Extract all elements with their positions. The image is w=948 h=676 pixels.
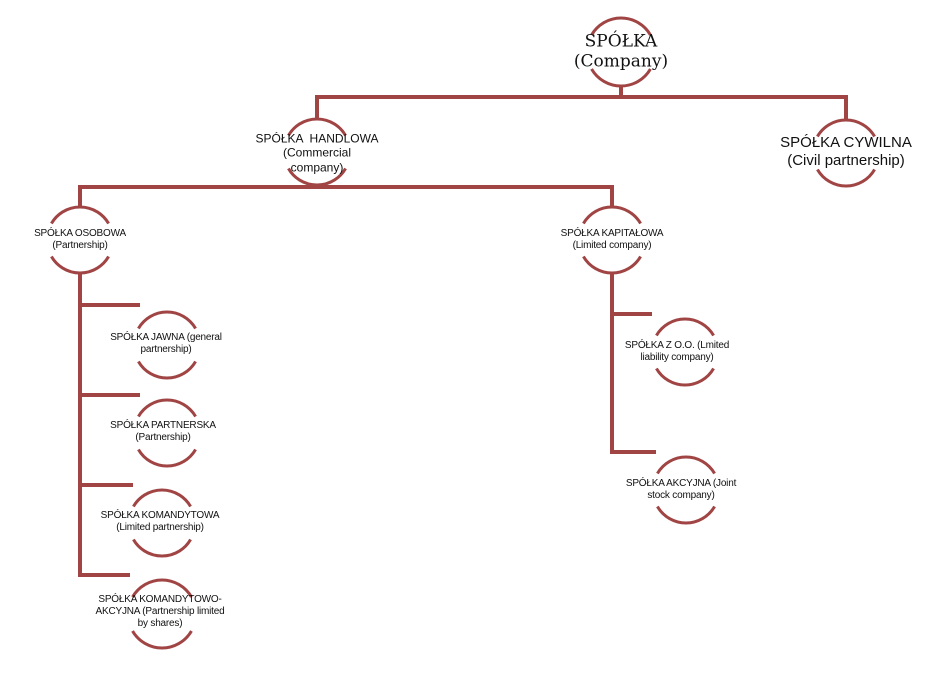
node-subtitle: (Partnership) xyxy=(52,240,108,251)
node-spolka-handlowa: SPÓŁKA HANDLOWA (Commercial company) xyxy=(256,131,379,174)
node-title: SPÓŁKA CYWILNA xyxy=(780,134,912,151)
node-line: SPÓŁKA KOMANDYTOWA xyxy=(100,510,220,521)
node-line: partnership) xyxy=(140,344,192,355)
zoo-bottom-arc xyxy=(655,367,715,387)
node-line: SPÓŁKA AKCYJNA (Joint xyxy=(625,478,737,489)
node-line: SPÓŁKA KOMANDYTOWO- xyxy=(98,594,222,605)
node-spolka-jawna: SPÓŁKA JAWNA (general partnership) xyxy=(110,332,222,356)
node-subtitle: (Company) xyxy=(573,52,669,72)
komandytowa-bottom-arc xyxy=(132,538,192,558)
node-spolka-akcyjna: SPÓŁKA AKCYJNA (Joint stock company) xyxy=(625,478,737,502)
komandytowo-akcyjna-bottom-arc xyxy=(131,630,193,650)
node-spolka-zoo: SPÓŁKA Z O.O. (Lmited liability company) xyxy=(625,340,729,364)
akcyjna-top-arc xyxy=(656,455,716,475)
node-line: SPÓŁKA Z O.O. (Lmited xyxy=(624,340,730,351)
kapitalowa-top-arc xyxy=(582,205,642,225)
node-line: SPÓŁKA JAWNA (general xyxy=(110,332,222,343)
node-spolka-komandytowo-akcyjna: SPÓŁKA KOMANDYTOWO- AKCYJNA (Partnership… xyxy=(96,594,225,630)
node-title: SPÓŁKA OSOBOWA xyxy=(34,228,126,239)
akcyjna-bottom-arc xyxy=(656,505,716,525)
handlowa-bottom-arc xyxy=(287,167,347,187)
osobowa-bottom-arc xyxy=(50,255,110,275)
partnerska-top-arc xyxy=(137,398,197,418)
node-spolka-partnerska: SPÓŁKA PARTNERSKA (Partnership) xyxy=(110,420,216,444)
spolka-top-arc xyxy=(590,16,652,36)
osobowa-top-arc xyxy=(50,205,110,225)
node-line: liability company) xyxy=(640,352,714,363)
node-subtitle: company) xyxy=(290,160,344,175)
partnerska-bottom-arc xyxy=(137,448,197,468)
node-line: (Limited partnership) xyxy=(116,522,204,533)
node-spolka: SPÓŁKA (Company) xyxy=(574,32,668,73)
komandytowo-akcyjna-top-arc xyxy=(131,578,193,598)
node-subtitle: (Civil partnership) xyxy=(787,152,905,169)
node-line: SPÓŁKA PARTNERSKA xyxy=(110,420,216,431)
node-title: SPÓŁKA KAPITAŁOWA xyxy=(560,228,664,239)
node-spolka-osobowa: SPÓŁKA OSOBOWA (Partnership) xyxy=(34,228,126,252)
komandytowa-top-arc xyxy=(132,488,192,508)
cywilna-top-arc xyxy=(816,118,876,138)
cywilna-bottom-arc xyxy=(816,168,876,188)
jawna-top-arc xyxy=(137,310,197,330)
node-line: (Partnership) xyxy=(135,432,191,443)
node-spolka-kapitalowa: SPÓŁKA KAPITAŁOWA (Limited company) xyxy=(561,228,664,252)
node-title: SPÓŁKA HANDLOWA xyxy=(255,131,379,146)
node-line: by shares) xyxy=(137,618,183,629)
node-spolka-cywilna: SPÓŁKA CYWILNA (Civil partnership) xyxy=(780,134,912,170)
handlowa-top-arc xyxy=(287,117,347,137)
kapitalowa-bottom-arc xyxy=(582,255,642,275)
node-subtitle: (Limited company) xyxy=(572,240,652,251)
jawna-bottom-arc xyxy=(137,360,197,380)
node-spolka-komandytowa: SPÓŁKA KOMANDYTOWA (Limited partnership) xyxy=(101,510,220,534)
node-title: SPÓŁKA xyxy=(584,31,658,52)
node-subtitle: (Commercial xyxy=(282,145,351,160)
node-line: stock company) xyxy=(647,490,715,501)
node-line: AKCYJNA (Partnership limited xyxy=(95,606,225,617)
spolka-bottom-arc xyxy=(590,68,652,88)
zoo-top-arc xyxy=(655,317,715,337)
